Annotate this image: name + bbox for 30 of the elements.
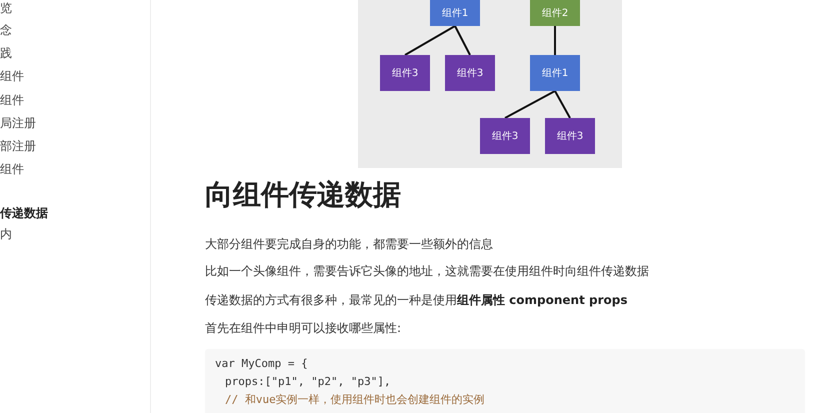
code-line: props:["p1", "p2", "p3"], [225, 375, 391, 388]
code-line: var MyComp = { [215, 357, 308, 370]
code-line: // 和vue实例一样，使用组件时也会创建组件的实例 [225, 392, 485, 407]
nav-link: 组件 [0, 161, 24, 178]
nav-link: 局注册 [0, 115, 36, 132]
component-box: 组件3 [480, 118, 530, 154]
nav-link: 组件 [0, 68, 24, 85]
nav-link: 组件 [0, 92, 24, 109]
section-heading: 向组件传递数据 [205, 177, 401, 213]
nav-link: 念 [0, 22, 12, 39]
component-box: 组件1 [530, 55, 580, 91]
component-box: 组件3 [380, 55, 430, 91]
component-box: 组件1 [430, 0, 480, 26]
paragraph: 传递数据的方式有很多种，最常见的一种是使用组件属性 component props [205, 292, 628, 309]
connector-line [554, 90, 571, 118]
paragraph: 首先在组件中申明可以接收哪些属性: [205, 320, 402, 337]
connector-line [454, 26, 471, 56]
nav-link: 传递数据 [0, 205, 48, 222]
connector-line [554, 26, 556, 55]
component-box: 组件3 [545, 118, 595, 154]
connector-line [504, 90, 556, 119]
nav-link: 践 [0, 45, 12, 62]
nav-link: 部注册 [0, 138, 36, 155]
connector-line [404, 25, 456, 56]
nav-link: 内 [0, 226, 12, 243]
paragraph: 比如一个头像组件，需要告诉它头像的地址，这就需要在使用组件时向组件传递数据 [205, 263, 649, 280]
nav-link: 览 [0, 0, 12, 17]
paragraph: 大部分组件要完成自身的功能，都需要一些额外的信息 [205, 236, 493, 253]
component-box: 组件2 [530, 0, 580, 26]
component-box: 组件3 [445, 55, 495, 91]
